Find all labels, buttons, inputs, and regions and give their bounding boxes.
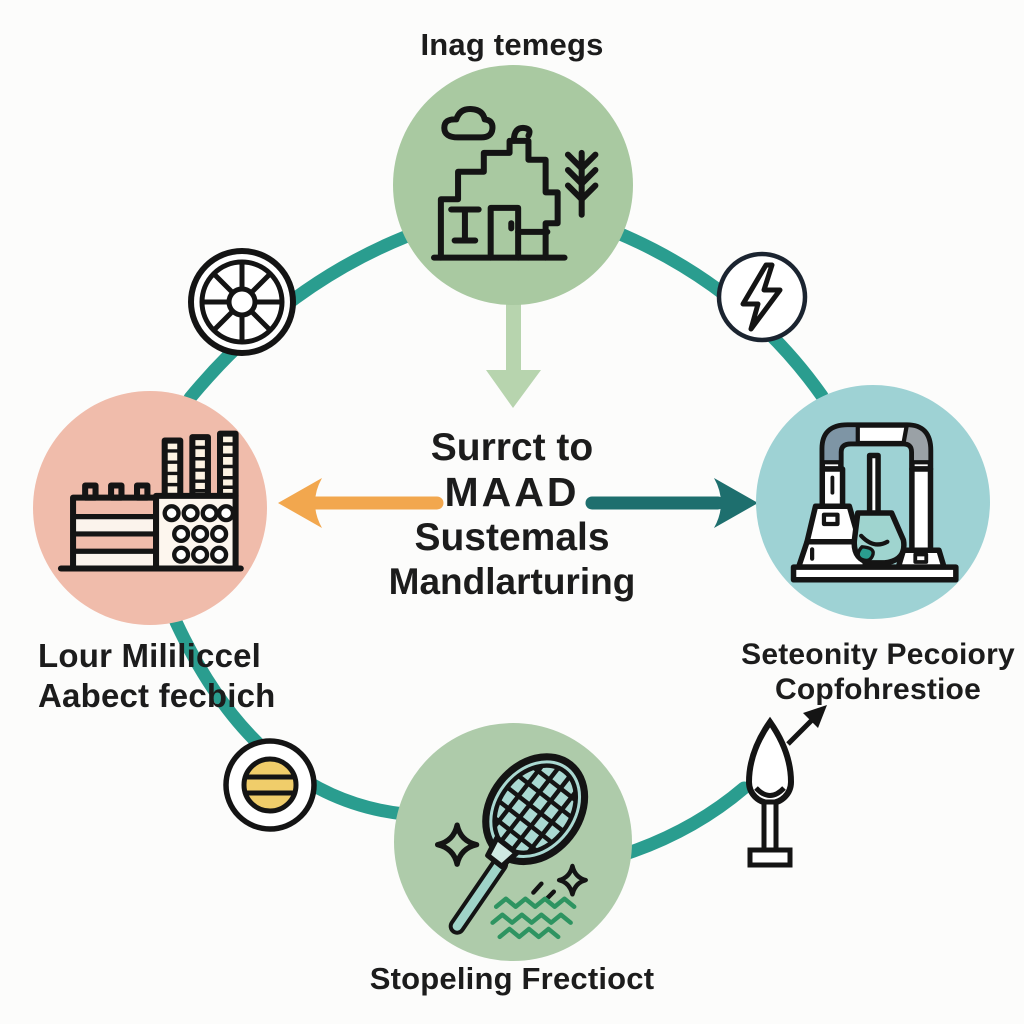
bottom-node-label: Stopeling Frectioct <box>369 961 655 996</box>
droplet-glass-icon <box>745 705 827 868</box>
node-bottom-circle <box>394 723 632 961</box>
arc-bottom-right <box>609 781 751 864</box>
left-node-label-line2: Aabect fecbich <box>38 677 276 715</box>
node-right-circle <box>756 385 990 619</box>
center-title-line1: Surrct to <box>430 426 594 469</box>
left-node-label-line1: Lour Mililiccel <box>38 637 262 674</box>
center-title-line2: MAAD <box>444 468 580 515</box>
left-node-label: Lour Mililiccel Aabect fecbich <box>38 636 358 717</box>
factory-building-icon <box>431 105 599 261</box>
center-title-line4: Mandlarturing <box>388 561 636 603</box>
arrow-down <box>486 296 541 408</box>
tennis-racket-icon <box>434 751 589 940</box>
right-node-label: Seteonity Pecoiory Copfohrestioe <box>728 637 1024 708</box>
center-title: Surrct to MAAD Sustemals Mandlarturing <box>312 426 712 604</box>
factory-chimneys-icon <box>57 430 244 572</box>
striped-circle-icon <box>223 738 317 832</box>
arrow-right-head <box>714 478 758 528</box>
wheel-icon <box>188 248 296 356</box>
top-node-label: Inag temegs <box>420 27 604 62</box>
right-node-label-line2: Copfohrestioe <box>775 673 981 707</box>
industrial-machine-icon <box>790 422 959 583</box>
arrow-left-head <box>278 478 322 528</box>
center-title-line3: Sustemals <box>414 515 610 559</box>
node-top-circle <box>393 65 633 305</box>
lightning-icon <box>716 251 808 343</box>
node-left-circle <box>33 391 267 625</box>
right-node-label-line1: Seteonity Pecoiory <box>741 638 1015 671</box>
